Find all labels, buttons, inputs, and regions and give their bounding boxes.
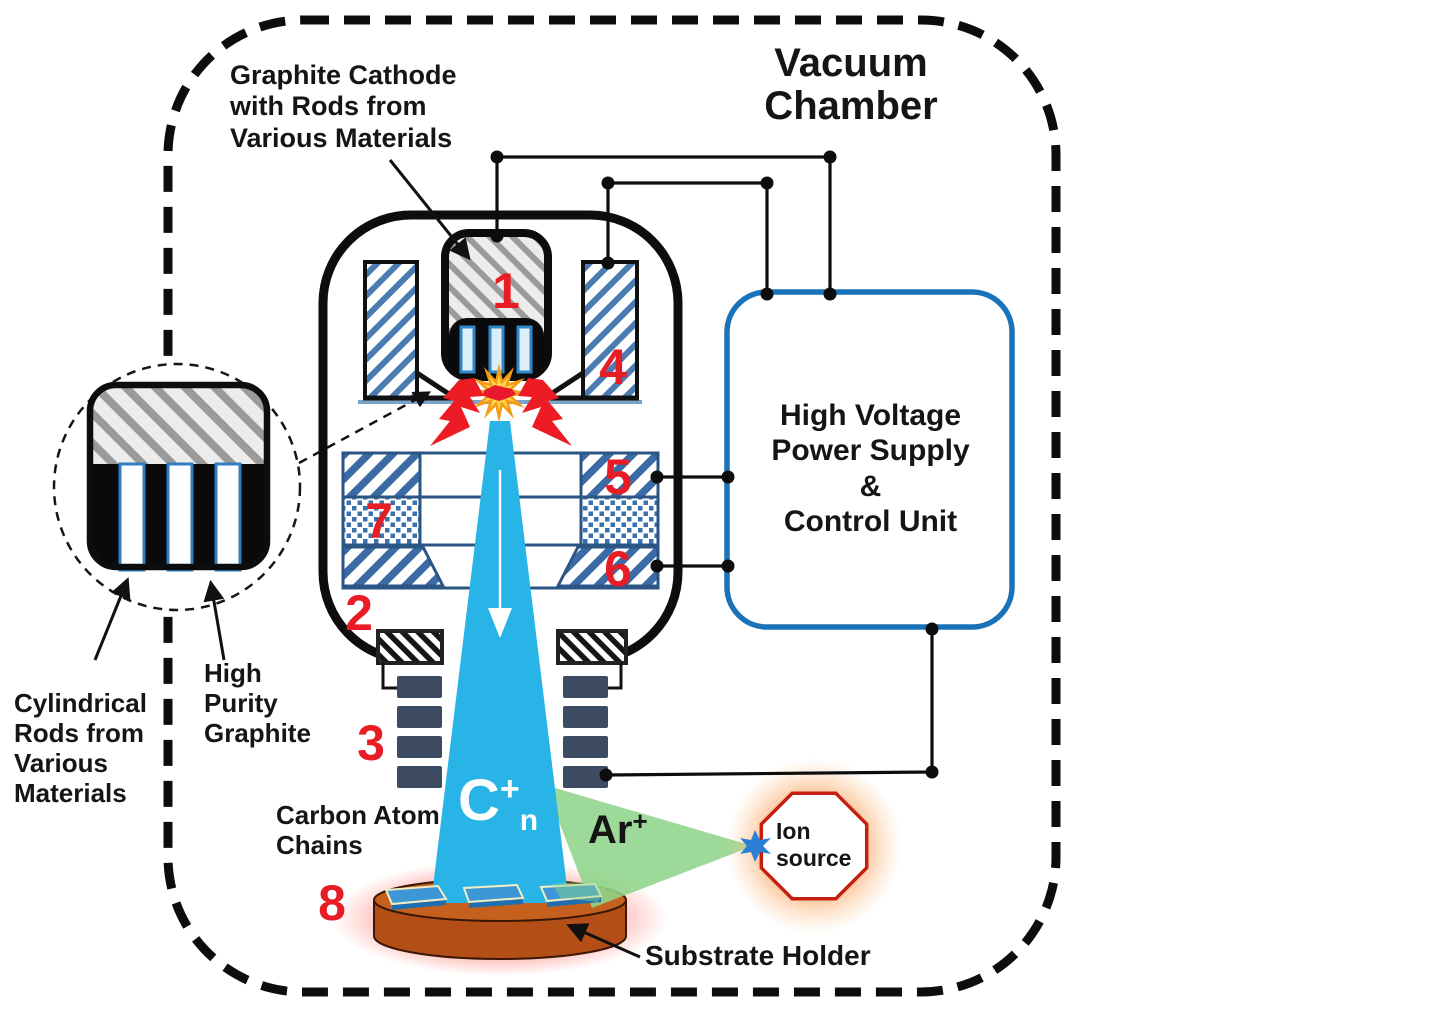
part-number-1: 1 (492, 263, 520, 319)
graphite-cathode-label: Graphite Cathode with Rods from Various … (230, 60, 457, 153)
carbon-beam-sup: + (499, 770, 520, 808)
part-number-7: 7 (365, 493, 393, 549)
electrode-6-left (341, 545, 446, 588)
part-number-2: 2 (345, 585, 373, 641)
detail-rod-3 (214, 462, 242, 572)
anode-plate-left (376, 629, 444, 665)
funnel-right-edge (546, 370, 585, 399)
electrode-7-right (579, 495, 660, 547)
electrode-6-right (555, 545, 660, 588)
chamber-title: Vacuum Chamber (764, 41, 938, 129)
substrate-chips (384, 882, 603, 910)
cathode-rod-1 (459, 325, 476, 374)
beam-arrow-icon (488, 608, 512, 638)
wire-shield (606, 181, 769, 294)
shield-block-left (363, 260, 419, 402)
anode-plate-right (556, 629, 628, 665)
part-number-5: 5 (604, 449, 632, 505)
part-number-6: 6 (604, 541, 632, 597)
lightning-bolt-left-icon (430, 378, 484, 446)
funnel-left-edge (415, 370, 454, 399)
plate-wire-left (381, 663, 399, 690)
carbon-beam-label: C+n (458, 770, 538, 836)
high-purity-graphite-label: High Purity Graphite (204, 658, 311, 749)
lens-stack-left (397, 676, 442, 788)
ion-ignition-star-icon (740, 830, 771, 862)
argon-beam (545, 785, 753, 908)
carbon-beam-sub: n (519, 804, 539, 837)
wire-lens (605, 629, 934, 777)
cylindrical-rods-label: Cylindrical Rods from Various Materials (14, 688, 147, 809)
detail-inset-border (86, 381, 271, 571)
power-supply-label: High Voltage Power Supply & Control Unit (771, 399, 970, 539)
substrate-holder-label: Substrate Holder (645, 940, 871, 971)
rods-label-arrow (93, 577, 131, 661)
graphite-label-arrow (203, 579, 226, 661)
carbon-beam-base: C (458, 768, 500, 833)
ion-source-label: Ion source (776, 818, 852, 871)
carbon-atom-chains-label: Carbon Atom Chains (276, 800, 440, 861)
lens-stack-right (563, 676, 608, 788)
power-supply-box (724, 289, 1015, 630)
spark-core-icon (482, 385, 516, 401)
cathode-label-arrow (388, 159, 471, 261)
detail-leader-arrow (298, 391, 432, 465)
shield-block-right (581, 260, 639, 402)
carbon-ion-beam (431, 421, 569, 903)
detail-rod-2 (166, 462, 194, 572)
argon-beam-sup: + (632, 806, 648, 836)
ion-source-octagon (759, 791, 869, 901)
electrode-5-left (341, 451, 422, 499)
part-number-8: 8 (318, 875, 346, 931)
cathode-rod-3 (516, 325, 533, 374)
substrate-label-arrow (566, 923, 641, 959)
plate-wire-right (605, 663, 623, 690)
part-number-4: 4 (599, 339, 627, 395)
argon-overlap-tint (553, 879, 612, 902)
wire-cathode (495, 155, 832, 294)
lightning-bolt-right-icon (518, 378, 572, 446)
electrode-7-left (341, 495, 422, 547)
detail-rod-1 (118, 462, 146, 572)
argon-beam-label: Ar+ (588, 808, 648, 852)
argon-beam-base: Ar (588, 808, 633, 852)
cathode-rod-2 (488, 325, 505, 374)
wire-junction-dots (490, 150, 939, 782)
part-number-3: 3 (357, 715, 385, 771)
